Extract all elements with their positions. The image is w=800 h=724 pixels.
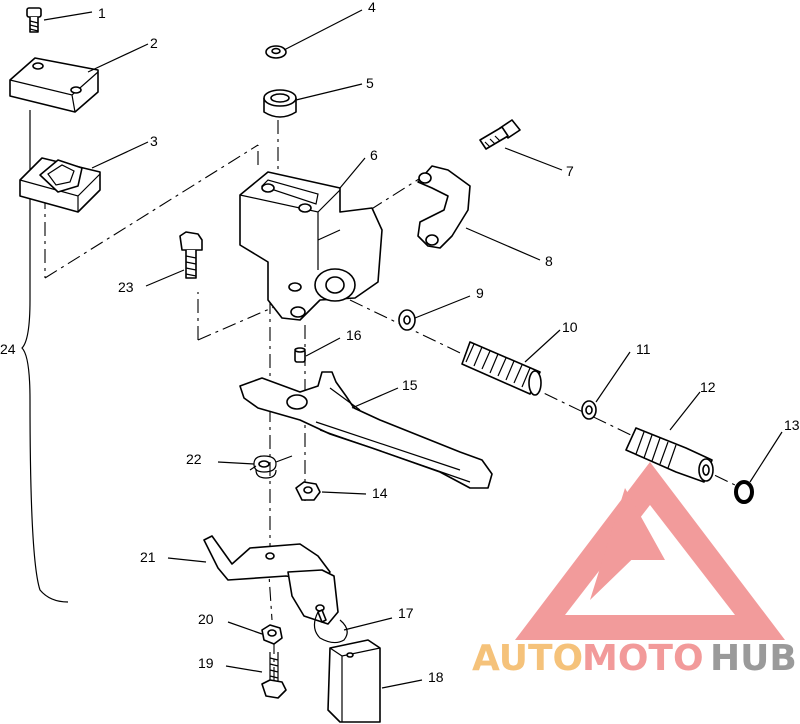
callout-11: 11 [636,341,651,357]
callout-7: 7 [566,163,574,179]
part-10-spring [461,341,542,396]
part-23-bolt [179,231,203,279]
callout-22: 22 [186,451,202,467]
callout-8: 8 [545,253,553,269]
callout-16: 16 [346,327,362,343]
part-13-o-ring [734,480,754,504]
callout-4: 4 [368,0,376,15]
part-3-diaphragm [19,157,101,213]
callout-14: 14 [372,485,388,501]
callout-21: 21 [140,549,156,565]
part-8-clamp [417,165,471,249]
callout-19: 19 [198,655,214,671]
callout-15: 15 [402,377,418,393]
part-19-screw [261,652,287,699]
part-9-washer [398,309,416,331]
part-20-nut [261,624,283,645]
callout-5: 5 [366,75,374,91]
callout-23: 23 [118,279,134,295]
part-11-washer [581,400,597,420]
part-7-bolt [479,119,521,150]
part-2-reservoir-cover [9,57,99,113]
logo-m-shape [590,488,665,600]
callout-24: 24 [0,341,16,357]
callout-20: 20 [198,611,214,627]
part-17-switch-loop [313,609,348,644]
part-5-sleeve [263,89,297,118]
watermark-auto: AUTO [472,638,583,679]
callout-9: 9 [476,285,484,301]
callout-3: 3 [150,133,158,149]
part-22-torsion-spring [249,455,293,479]
leader-lines [43,9,783,689]
part-18-tag [327,639,381,723]
part-15-brake-lever [239,371,493,489]
callout-17: 17 [398,605,414,621]
watermark-moto: MOTO [582,638,704,679]
part-16-pin [294,347,306,363]
part-12-piston [625,427,714,483]
watermark-hub: HUB [710,638,797,679]
assembly-line-a [44,144,259,279]
callout-12: 12 [700,379,716,395]
callout-10: 10 [562,319,578,335]
callout-13: 13 [784,417,800,433]
part-6-master-cylinder [239,171,383,321]
logo-triangle-outer [515,462,785,640]
callout-1: 1 [98,5,106,21]
part-21-switch-bracket [203,535,339,625]
watermark-logo [515,462,785,640]
part-14-nut [295,481,321,501]
part-1-screw [26,7,42,33]
part-4-washer [265,45,287,59]
callout-6: 6 [370,147,378,163]
callout-2: 2 [150,35,158,51]
callout-18: 18 [428,669,444,685]
